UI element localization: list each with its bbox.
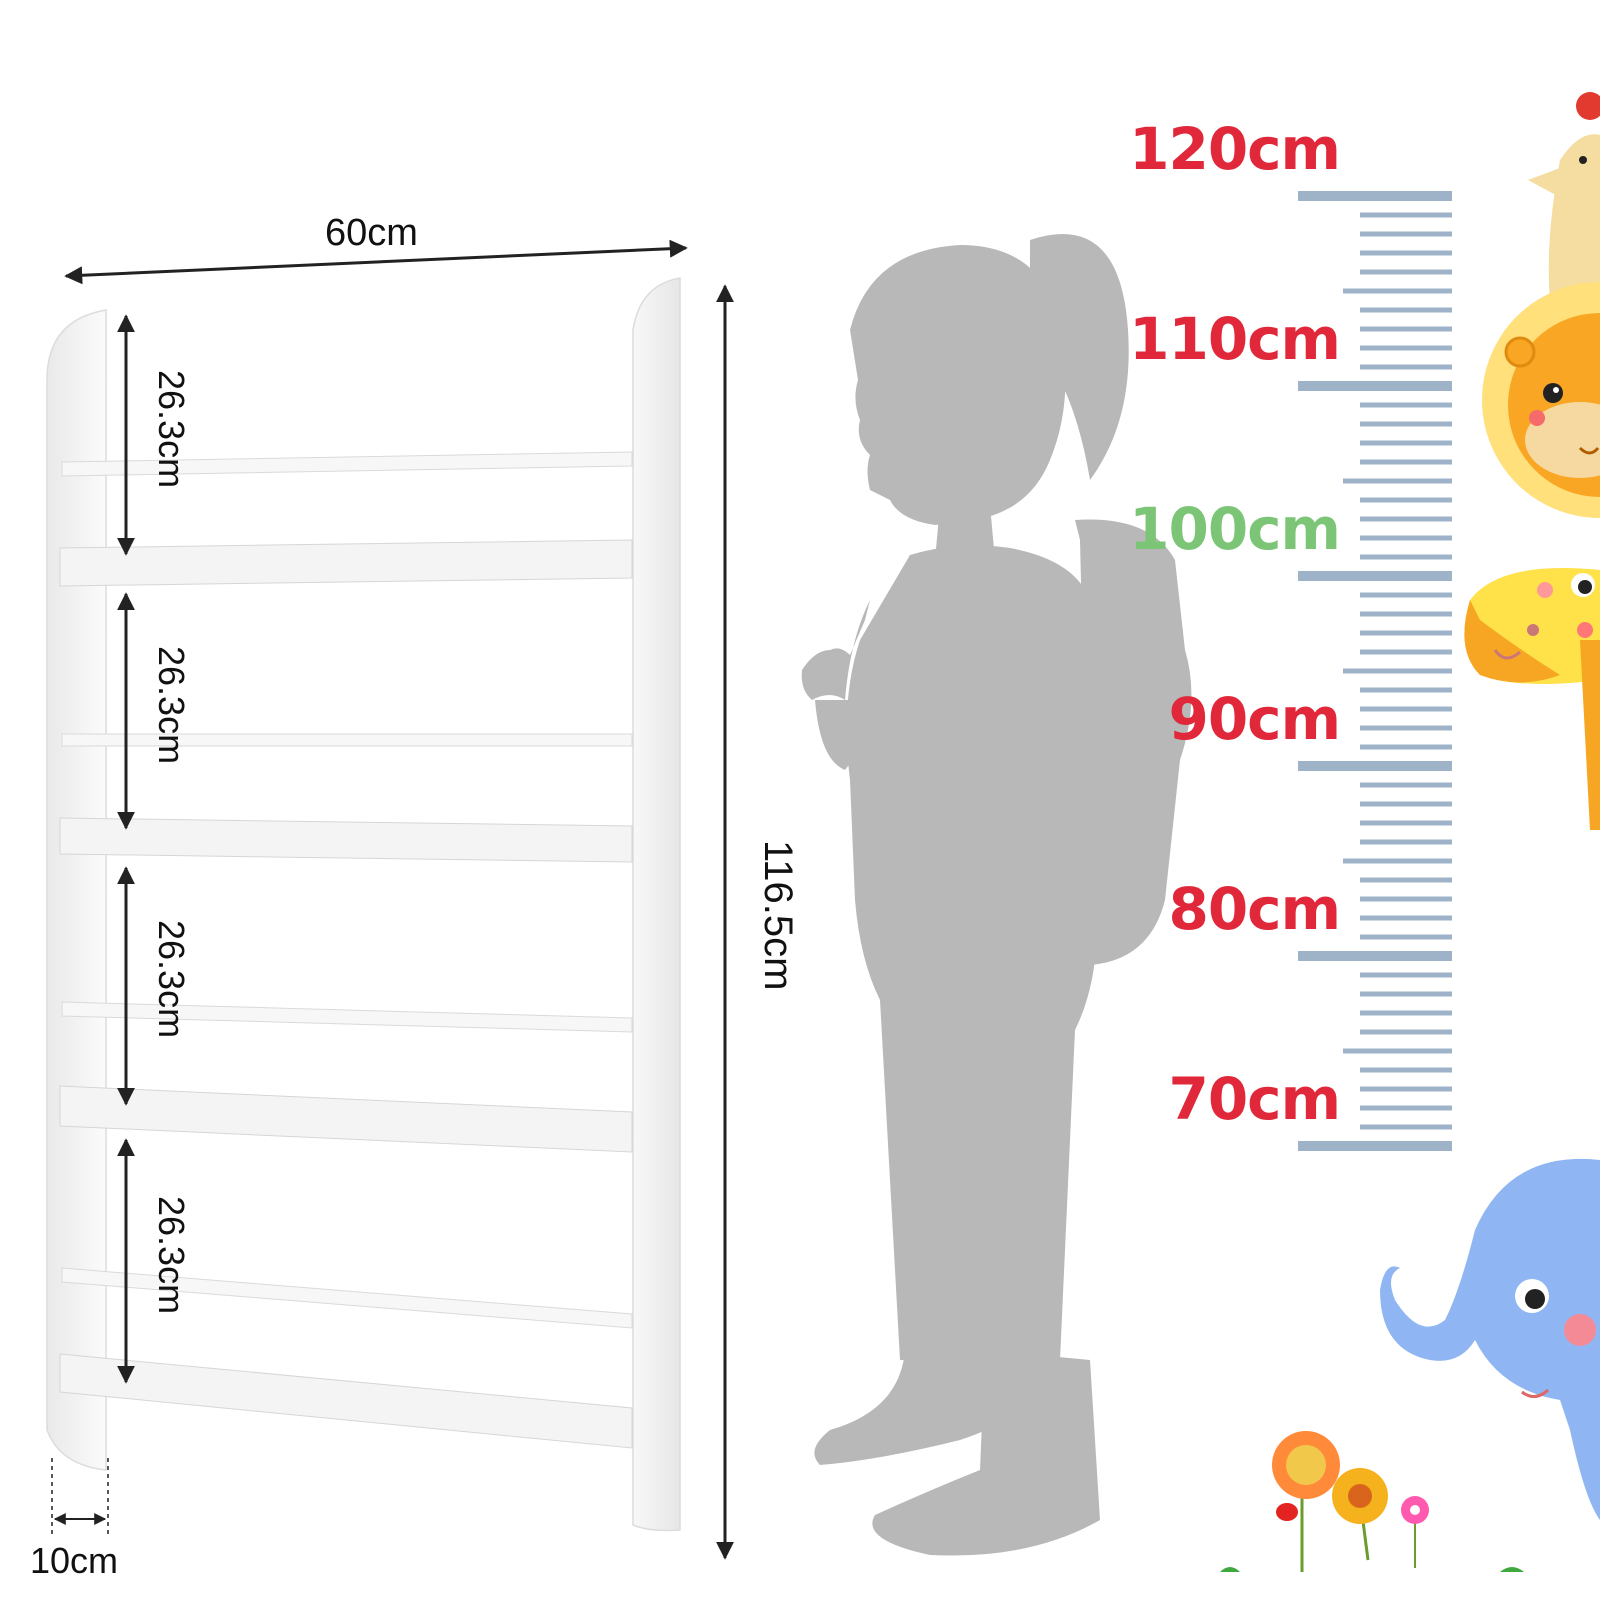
- flowers-illustration: [1220, 1431, 1524, 1572]
- shelf-gap-label: 26.3cm: [151, 646, 192, 765]
- ruler-mid-tick: [1343, 288, 1452, 294]
- ruler-minor-tick: [1360, 440, 1452, 446]
- ruler-minor-tick: [1360, 212, 1452, 218]
- ruler-mid-tick: [1343, 858, 1452, 864]
- shelf-height-label: 116.5cm: [756, 840, 800, 991]
- ruler-minor-tick: [1360, 687, 1452, 693]
- shelf-rod: [61, 1001, 633, 1033]
- ruler-major-tick: [1298, 951, 1452, 961]
- ruler-minor-tick: [1360, 1029, 1452, 1035]
- width-arrow: [64, 239, 688, 285]
- shelf-right-panel: [632, 277, 681, 1532]
- ruler-minor-tick: [1360, 611, 1452, 617]
- ruler-minor-tick: [1360, 972, 1452, 978]
- ruler-minor-tick: [1360, 991, 1452, 997]
- ruler-mid-tick: [1343, 1048, 1452, 1054]
- shelf-board: [59, 1085, 633, 1153]
- height-label-110: 110cm: [1129, 305, 1341, 373]
- ruler-minor-tick: [1360, 554, 1452, 560]
- ruler-minor-tick: [1360, 269, 1452, 275]
- height-ruler: [1298, 191, 1452, 1151]
- ruler-major-tick: [1298, 1141, 1452, 1151]
- ruler-major-tick: [1298, 381, 1452, 391]
- ruler-minor-tick: [1360, 820, 1452, 826]
- height-label-80: 80cm: [1168, 875, 1341, 943]
- ruler-minor-tick: [1360, 839, 1452, 845]
- ruler-minor-tick: [1360, 801, 1452, 807]
- ruler-minor-tick: [1360, 630, 1452, 636]
- height-label-100: 100cm: [1129, 495, 1341, 563]
- shelf-rods: [61, 451, 633, 1329]
- ruler-minor-tick: [1360, 1124, 1452, 1130]
- ruler-minor-tick: [1360, 744, 1452, 750]
- ruler-minor-tick: [1360, 231, 1452, 237]
- height-label-70: 70cm: [1168, 1065, 1341, 1133]
- lion-illustration: [1482, 282, 1600, 518]
- giraffe-illustration: [1464, 568, 1600, 830]
- ruler-minor-tick: [1360, 877, 1452, 883]
- ruler-minor-tick: [1360, 649, 1452, 655]
- ruler-minor-tick: [1360, 1067, 1452, 1073]
- shelf-width-label: 60cm: [325, 212, 418, 254]
- elephant-illustration: [1380, 1158, 1600, 1520]
- ruler-minor-tick: [1360, 364, 1452, 370]
- ruler-minor-tick: [1360, 402, 1452, 408]
- ruler-mid-tick: [1343, 478, 1452, 484]
- child-silhouette: [801, 234, 1192, 1556]
- ruler-minor-tick: [1360, 706, 1452, 712]
- ruler-minor-tick: [1360, 725, 1452, 731]
- shelf-rod: [61, 733, 633, 747]
- shelf-gap-label: 26.3cm: [151, 370, 192, 489]
- ruler-minor-tick: [1360, 345, 1452, 351]
- shelf-board: [59, 817, 633, 863]
- ruler-minor-tick: [1360, 1010, 1452, 1016]
- ruler-mid-tick: [1343, 668, 1452, 674]
- ruler-minor-tick: [1360, 459, 1452, 465]
- shelf-rod: [61, 1267, 633, 1329]
- shelf-rod: [61, 451, 633, 477]
- shelf-board: [59, 1353, 633, 1449]
- ruler-major-tick: [1298, 571, 1452, 581]
- shelf-left-panel: [46, 309, 107, 1471]
- ruler-major-tick: [1298, 761, 1452, 771]
- ruler-minor-tick: [1360, 782, 1452, 788]
- ruler-major-tick: [1298, 191, 1452, 201]
- ruler-minor-tick: [1360, 326, 1452, 332]
- ruler-minor-tick: [1360, 497, 1452, 503]
- height-label-90: 90cm: [1168, 685, 1341, 753]
- ruler-minor-tick: [1360, 1086, 1452, 1092]
- ruler-minor-tick: [1360, 250, 1452, 256]
- ruler-minor-tick: [1360, 1105, 1452, 1111]
- height-label-120: 120cm: [1129, 115, 1341, 183]
- shelf-gap-label: 26.3cm: [151, 920, 192, 1039]
- shelf-board: [59, 539, 633, 587]
- ruler-minor-tick: [1360, 535, 1452, 541]
- ruler-minor-tick: [1360, 307, 1452, 313]
- shelf-gap-label: 26.3cm: [151, 1196, 192, 1315]
- ruler-minor-tick: [1360, 896, 1452, 902]
- ruler-minor-tick: [1360, 516, 1452, 522]
- ruler-minor-tick: [1360, 915, 1452, 921]
- mouse-illustration: [1528, 92, 1600, 300]
- ruler-minor-tick: [1360, 421, 1452, 427]
- shelf-depth-label: 10cm: [30, 1540, 119, 1581]
- ruler-minor-tick: [1360, 592, 1452, 598]
- ruler-minor-tick: [1360, 934, 1452, 940]
- shelf-boards: [59, 539, 633, 1449]
